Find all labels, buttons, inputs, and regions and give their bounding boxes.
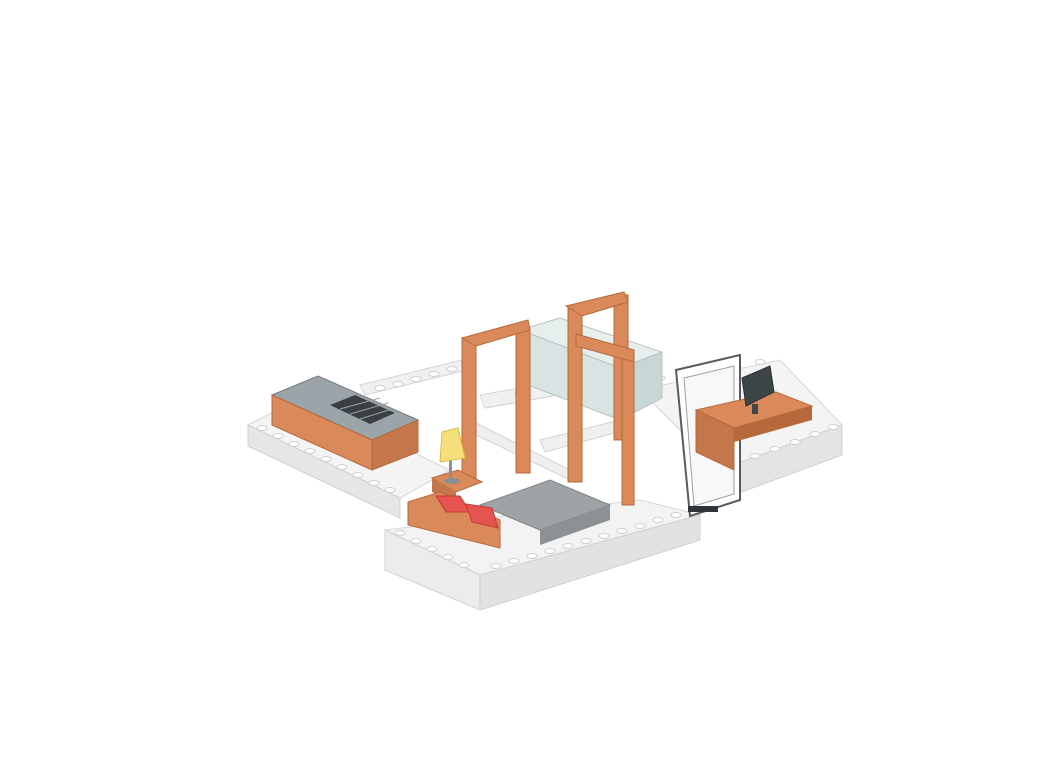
bathtub: [518, 317, 664, 421]
desk: [694, 365, 814, 471]
counter-end: [371, 419, 419, 471]
door-frame-right: [564, 291, 635, 506]
pillow-icon: [435, 495, 499, 529]
floor-left-side: [247, 424, 401, 519]
desk-side: [734, 406, 812, 442]
bed-headboard: [407, 491, 501, 549]
kitchen-counter: [270, 375, 420, 471]
floor-main-right: [479, 514, 701, 611]
lamp-icon: [439, 427, 466, 484]
nightstand: [430, 427, 484, 505]
stove-icon: [330, 395, 395, 424]
monitor-icon: [741, 365, 775, 414]
door-frame-left: [460, 319, 531, 479]
bed: [407, 479, 612, 549]
bed-side: [540, 505, 610, 545]
desk-front: [695, 409, 735, 471]
